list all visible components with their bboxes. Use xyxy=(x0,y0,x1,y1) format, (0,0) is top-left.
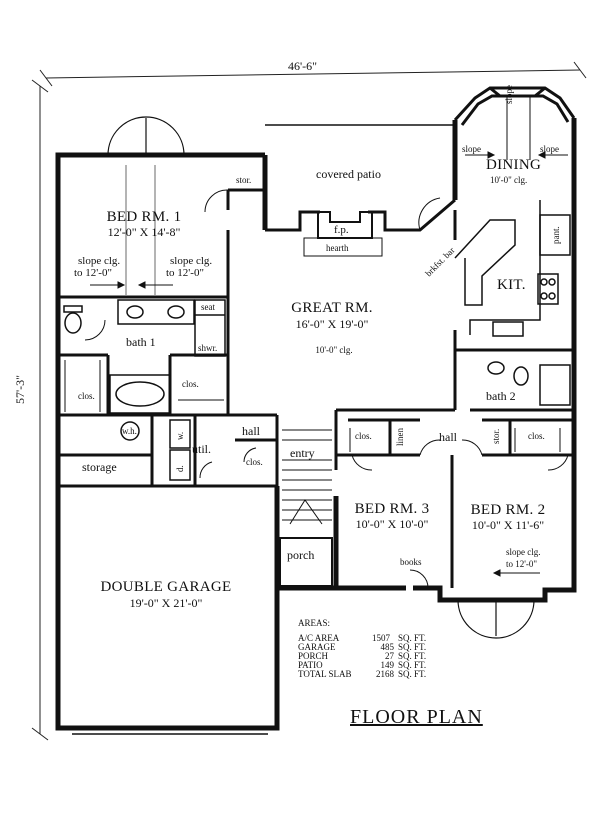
garage-name: DOUBLE GARAGE xyxy=(100,579,232,595)
garage-size: 19'-0" X 21'-0" xyxy=(129,596,203,610)
bed2-size: 10'-0" X 11'-6" xyxy=(471,518,545,532)
area-value: 1507 xyxy=(372,633,390,643)
storage-label: storage xyxy=(82,460,117,474)
utility-label: util. xyxy=(192,442,212,456)
kitchen-name: KIT. xyxy=(497,277,526,293)
area-unit: SQ. FT. xyxy=(398,633,427,643)
bath2-label: bath 2 xyxy=(486,389,516,403)
areas-table: AREAS: A/C AREA 1507 SQ. FT. GARAGE 485 … xyxy=(298,618,430,679)
dimension-lines xyxy=(31,61,587,741)
area-value: 2168 xyxy=(376,669,394,679)
stor-label: stor. xyxy=(236,175,252,185)
area-label: PATIO xyxy=(298,660,323,670)
hall-closet-label: clos. xyxy=(246,457,263,467)
water-heater-label: w.h. xyxy=(122,426,137,436)
fireplace xyxy=(303,211,383,257)
bath1-label: bath 1 xyxy=(126,335,156,349)
bed2-name: BED RM. 2 xyxy=(470,502,546,518)
bed1-size: 12'-0" X 14'-8" xyxy=(107,225,181,239)
interior-walls xyxy=(58,188,574,588)
areas-rows: A/C AREA 1507 SQ. FT. GARAGE 485 SQ. FT.… xyxy=(298,634,430,679)
entry-label: entry xyxy=(290,446,315,460)
fireplace-label: f.p. xyxy=(334,224,349,236)
slope-arrows xyxy=(90,151,568,577)
plan-title: FLOOR PLAN xyxy=(350,706,483,728)
bed1-slope-left: slope clg. xyxy=(78,255,121,267)
linen-label: linen xyxy=(395,428,405,446)
table-row: A/C AREA 1507 SQ. FT. xyxy=(298,634,430,643)
table-row: PATIO 149 SQ. FT. xyxy=(298,661,430,670)
seat-label: seat xyxy=(201,302,215,312)
area-unit: SQ. FT. xyxy=(398,651,427,661)
garage-door xyxy=(72,727,268,735)
bed3-name: BED RM. 3 xyxy=(354,501,430,517)
width-dimension: 46'-6" xyxy=(288,59,318,73)
area-label: PORCH xyxy=(298,651,329,661)
great-room-ceiling: 10'-0" clg. xyxy=(315,345,353,355)
hall-left-label: hall xyxy=(242,424,260,438)
dining-ceiling: 10'-0" clg. xyxy=(490,175,528,185)
table-row: GARAGE 485 SQ. FT. xyxy=(298,643,430,652)
bed1-name: BED RM. 1 xyxy=(106,209,182,225)
bed3-size: 10'-0" X 10'-0" xyxy=(355,517,429,531)
area-value: 27 xyxy=(385,651,394,661)
hall-right-label: hall xyxy=(439,430,457,444)
dining-name: DINING xyxy=(486,157,542,173)
area-value: 149 xyxy=(380,660,395,670)
great-room-size: 16'-0" X 19'-0" xyxy=(295,317,369,331)
areas-heading: AREAS: xyxy=(298,618,331,628)
door-swings xyxy=(84,189,569,589)
bed1-slope-right-2: to 12'-0" xyxy=(166,267,204,279)
area-value: 485 xyxy=(380,642,395,652)
bed1-slope-left-2: to 12'-0" xyxy=(74,267,112,279)
height-dimension: 57'-3" xyxy=(13,374,27,404)
hall-stor-label: stor. xyxy=(491,428,501,444)
entry-stairs xyxy=(279,429,333,587)
bed1-slope-right: slope clg. xyxy=(170,255,213,267)
closet-rods xyxy=(64,360,561,452)
area-unit: SQ. FT. xyxy=(398,669,427,679)
kitchen-counters xyxy=(454,200,571,337)
bed3-closet-label: clos. xyxy=(355,431,372,441)
dining-slope-left: slope xyxy=(462,144,481,154)
great-room-name: GREAT RM. xyxy=(291,300,373,316)
shower-label: shwr. xyxy=(198,343,218,353)
dryer-label: d. xyxy=(175,465,185,472)
table-row: PORCH 27 SQ. FT. xyxy=(298,652,430,661)
area-label: GARAGE xyxy=(298,642,336,652)
area-unit: SQ. FT. xyxy=(398,642,427,652)
ceiling-slope-lines xyxy=(125,165,156,295)
bed2-slope-note: slope clg. xyxy=(506,547,541,557)
area-label: A/C AREA xyxy=(298,633,340,643)
bed2-bay-window xyxy=(457,599,535,639)
bed2-closet-label: clos. xyxy=(528,431,545,441)
dining-slope-right: slope xyxy=(540,144,559,154)
patio-label: covered patio xyxy=(316,167,381,181)
books-label: books xyxy=(400,557,422,567)
pantry-label: pant. xyxy=(551,226,561,244)
bed1-closet-left: clos. xyxy=(78,391,95,401)
hearth-label: hearth xyxy=(326,243,349,253)
table-row: TOTAL SLAB 2168 SQ. FT. xyxy=(298,670,430,679)
bath-fixtures xyxy=(63,299,571,481)
dining-slope-top: slope xyxy=(504,85,514,104)
bed2-slope-note-2: to 12'-0" xyxy=(506,559,538,569)
bed1-closet-right: clos. xyxy=(182,379,199,389)
area-label: TOTAL SLAB xyxy=(298,669,352,679)
area-unit: SQ. FT. xyxy=(398,660,427,670)
dining-bay xyxy=(453,86,576,160)
bed1-bay-window xyxy=(107,116,185,156)
washer-label: w. xyxy=(175,431,185,440)
porch-label: porch xyxy=(287,548,315,562)
